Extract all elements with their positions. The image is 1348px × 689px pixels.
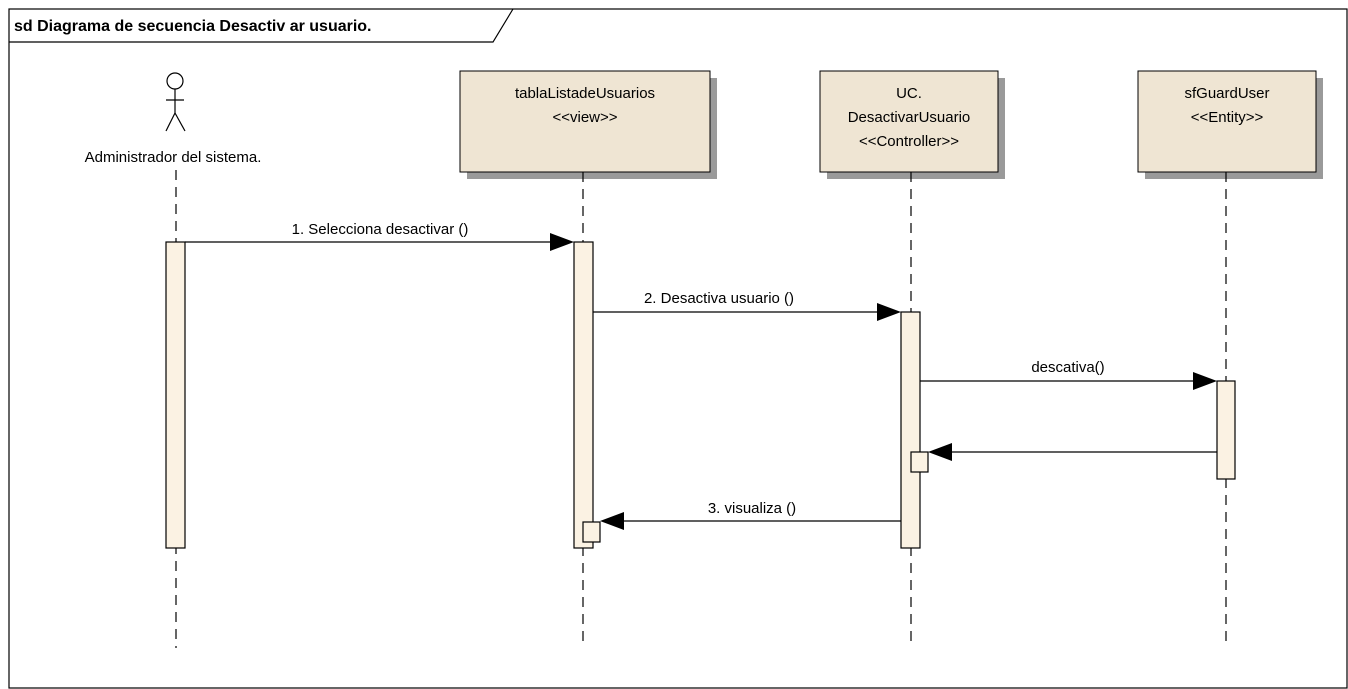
lifeline-box <box>459 70 711 173</box>
lifeline-stereotype: <<view>> <box>552 109 617 126</box>
lifeline-stereotype: <<Entity>> <box>1191 109 1264 126</box>
lifeline-name: tablaListadeUsuarios <box>515 85 655 102</box>
arrowhead-icon <box>600 512 624 530</box>
message-selecciona-desactivar[interactable]: 1. Selecciona desactivar () <box>185 221 574 251</box>
lifeline-name: DesactivarUsuario <box>848 109 971 126</box>
frame-title: sd Diagrama de secuencia Desactiv ar usu… <box>14 18 372 35</box>
lifeline-box <box>1137 70 1317 173</box>
controller-return-activation <box>910 451 929 473</box>
entity-activation-bar <box>1216 380 1236 480</box>
message-visualiza[interactable]: 3. visualiza () <box>600 500 901 530</box>
lifeline-tablalistadeusuarios[interactable]: tablaListadeUsuarios <<view>> <box>459 70 717 179</box>
lifeline-prefix: UC. <box>896 85 922 102</box>
lifeline-name: sfGuardUser <box>1184 85 1269 102</box>
message-label: 1. Selecciona desactivar () <box>292 221 469 238</box>
message-label: 2. Desactiva usuario () <box>644 290 794 307</box>
lifeline-box <box>819 70 999 173</box>
arrowhead-icon <box>1193 372 1217 390</box>
controller-activation-bar <box>900 311 921 549</box>
actor-stick-figure-icon <box>165 72 186 132</box>
arrowhead-icon <box>928 443 952 461</box>
actor-activation-bar <box>165 241 186 549</box>
message-desactiva-usuario[interactable]: 2. Desactiva usuario () <box>593 290 901 321</box>
message-label: 3. visualiza () <box>708 500 796 517</box>
frame-title-tab <box>9 8 514 43</box>
lifeline-desactivarusuario[interactable]: UC. DesactivarUsuario <<Controller>> <box>819 70 1005 179</box>
message-label: descativa() <box>1031 359 1104 376</box>
actor-administrador[interactable]: Administrador del sistema. <box>85 72 262 166</box>
message-descativa[interactable]: descativa() <box>920 359 1217 390</box>
lifeline-sfguarduser[interactable]: sfGuardUser <<Entity>> <box>1137 70 1323 179</box>
arrowhead-icon <box>550 233 574 251</box>
message-return-entity[interactable] <box>928 443 1217 461</box>
lifeline-stereotype: <<Controller>> <box>859 133 959 150</box>
view-activation-bar <box>573 241 594 549</box>
actor-name: Administrador del sistema. <box>85 149 262 166</box>
frame-border <box>8 8 1348 689</box>
diagram-frame: sd Diagrama de secuencia Desactiv ar usu… <box>8 8 1348 689</box>
view-return-activation <box>582 521 601 543</box>
arrowhead-icon <box>877 303 901 321</box>
